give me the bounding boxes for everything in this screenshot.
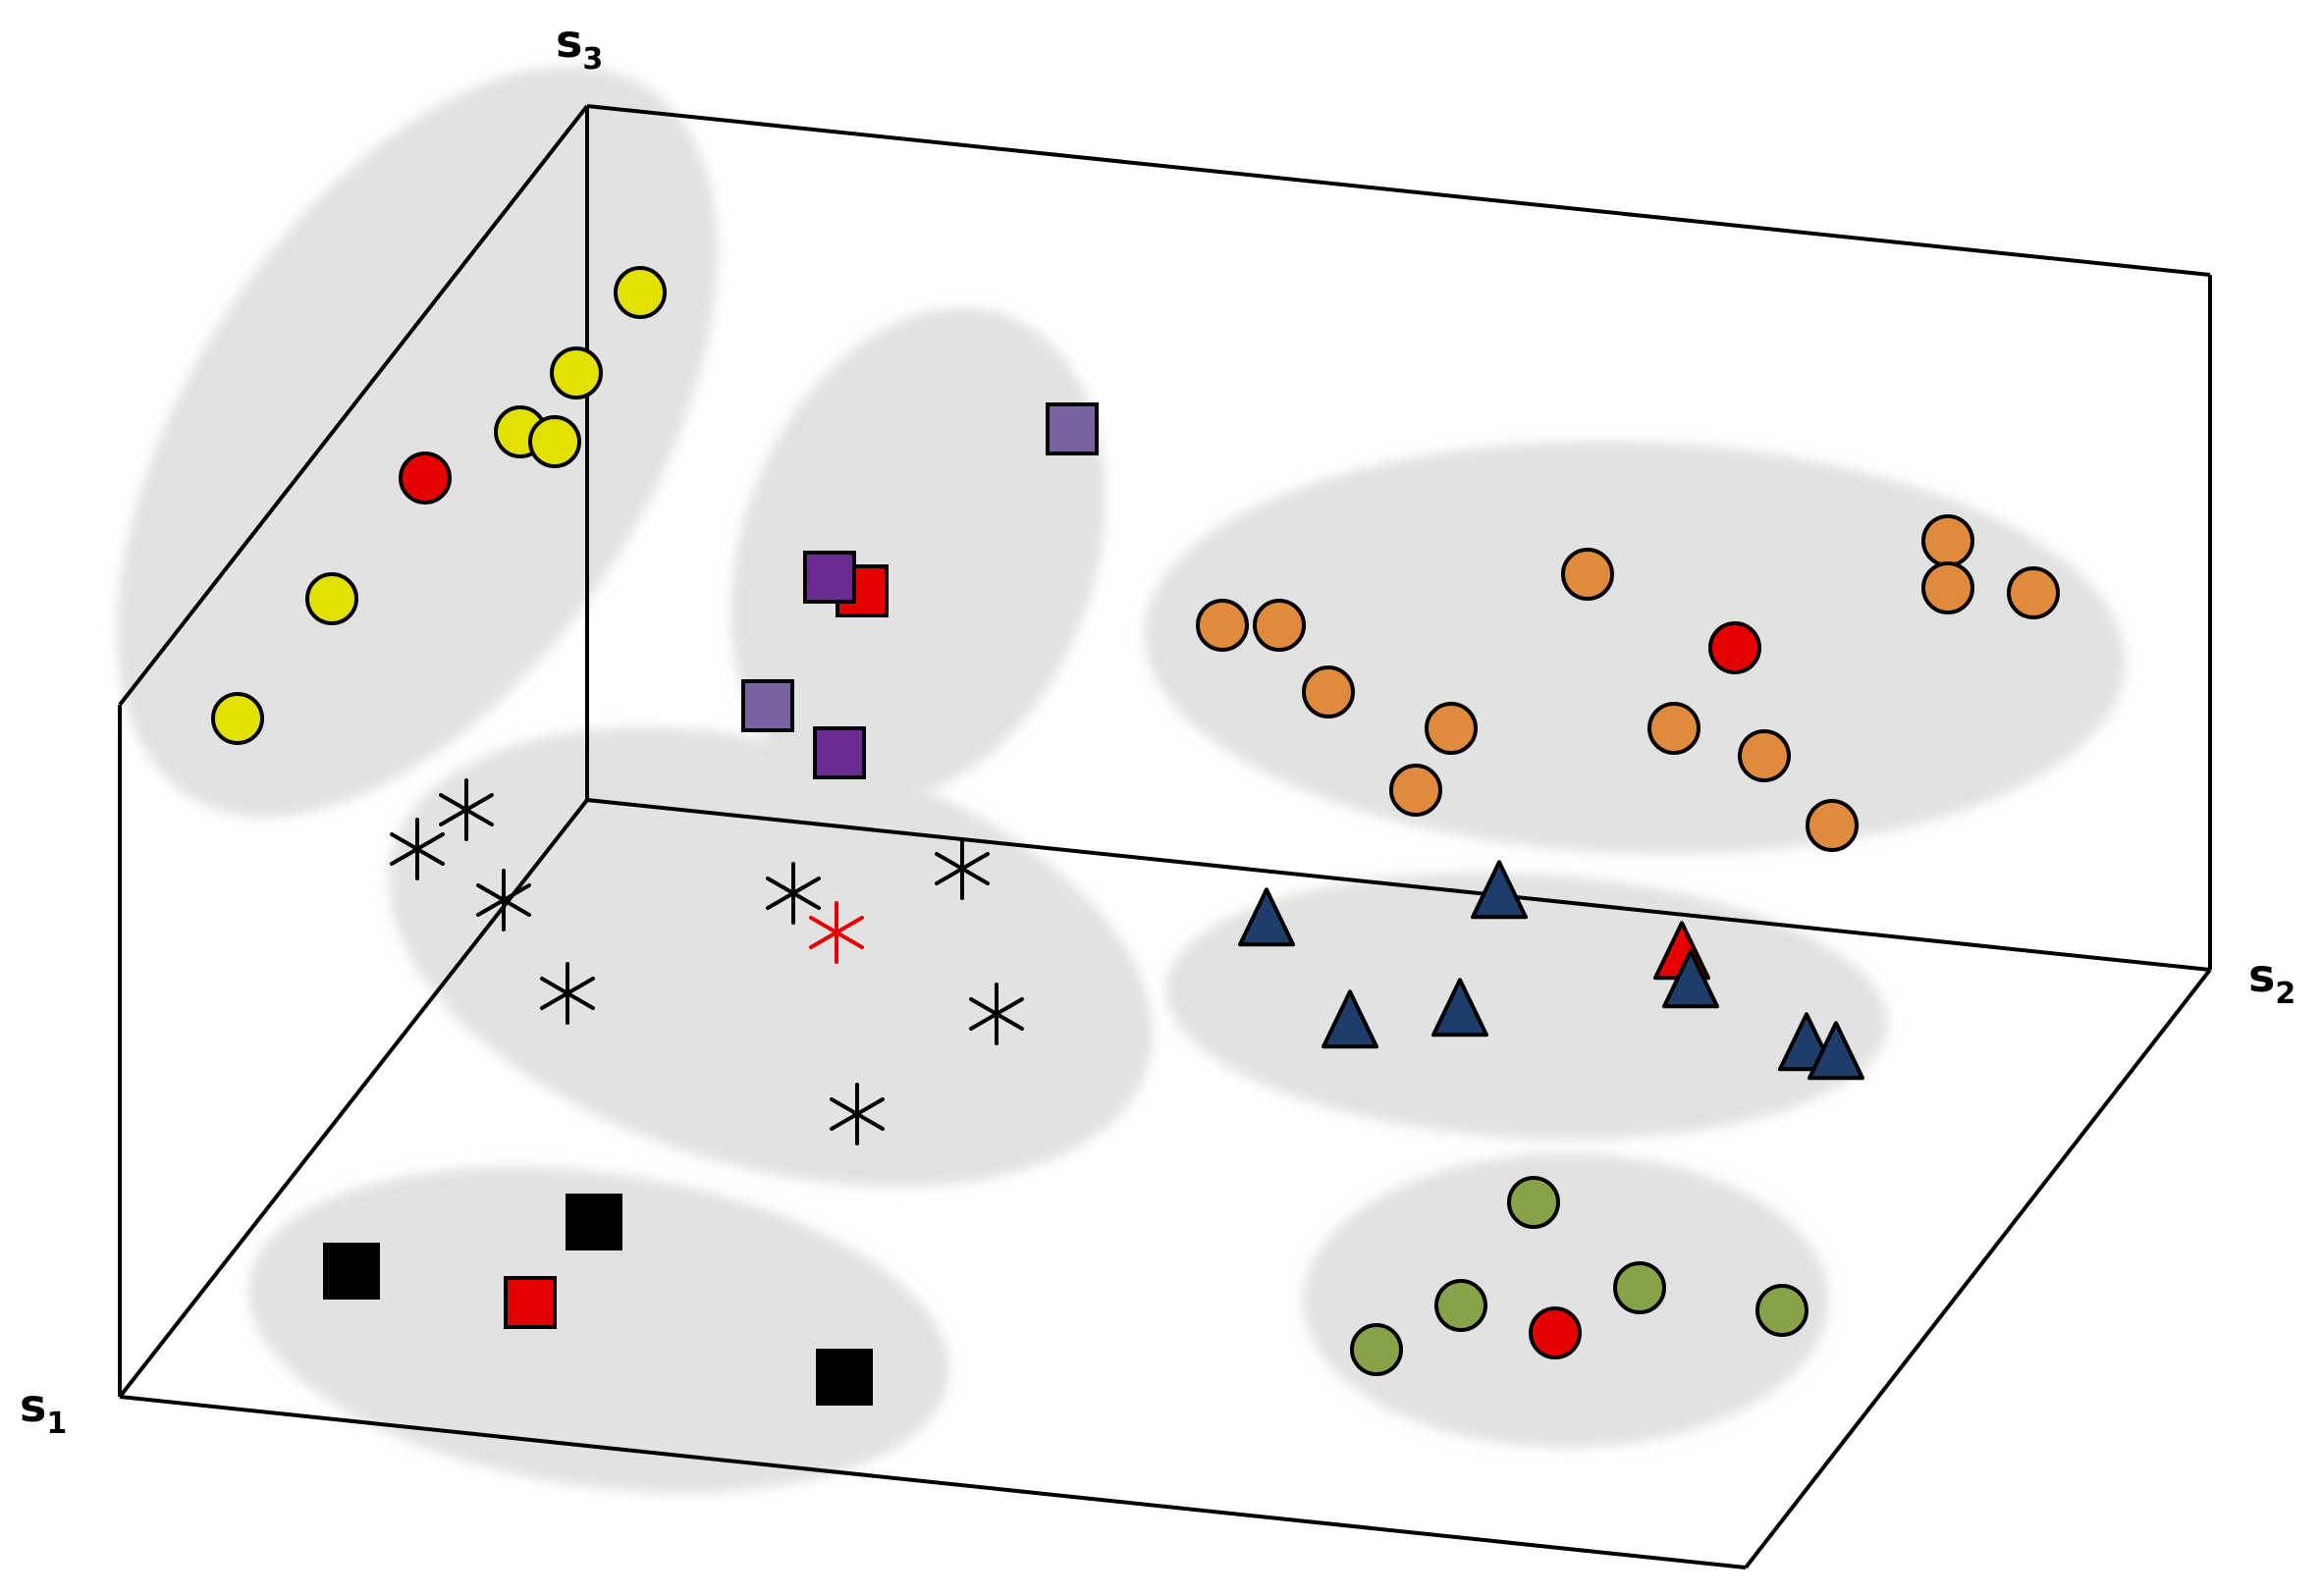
asterisk-marker bbox=[476, 869, 531, 931]
green-circle-marker bbox=[1613, 1261, 1666, 1314]
right-floor-edge bbox=[1744, 968, 2212, 1569]
orange-circle-marker bbox=[2007, 566, 2060, 619]
orange-circle-marker bbox=[1738, 729, 1791, 782]
asterisk-marker bbox=[935, 837, 990, 900]
front-bottom-edge bbox=[119, 1395, 1747, 1569]
green-circle-marker bbox=[1434, 1279, 1487, 1332]
navy-triangle-marker bbox=[1662, 949, 1719, 1009]
asterisk-marker bbox=[969, 983, 1024, 1045]
left-top-edge bbox=[118, 104, 589, 707]
asterisk-marker bbox=[766, 862, 821, 925]
navy-triangle-marker bbox=[1431, 978, 1488, 1037]
purple-square-cluster-ellipse bbox=[729, 307, 1107, 802]
yellow-circle-marker bbox=[528, 415, 581, 468]
green-circle-marker bbox=[1755, 1284, 1808, 1337]
yellow-circle-marker bbox=[305, 572, 358, 625]
orange-circle-marker bbox=[1302, 665, 1355, 718]
navy-triangle-cluster-ellipse bbox=[1165, 872, 1888, 1141]
back-top-edge bbox=[586, 104, 2211, 277]
orange-circle-marker bbox=[1389, 764, 1442, 817]
orange-circle-marker bbox=[1253, 599, 1306, 652]
green-circle-cluster-ellipse bbox=[1303, 1153, 1829, 1448]
orange-circle-marker bbox=[1647, 702, 1700, 755]
navy-triangle-marker bbox=[1322, 989, 1378, 1049]
asterisk-marker bbox=[540, 962, 595, 1025]
asterisk-marker bbox=[439, 778, 494, 841]
purple-square-marker bbox=[803, 551, 856, 604]
cluster-ellipses bbox=[116, 66, 2126, 1494]
axis-label-s3: s3 bbox=[556, 15, 603, 77]
highlighted-circle-marker bbox=[1529, 1306, 1582, 1359]
back-floor-edge bbox=[586, 798, 2211, 972]
orange-circle-cluster-ellipse bbox=[1144, 441, 2126, 855]
navy-triangle-marker bbox=[1808, 1021, 1864, 1081]
axis-label-s2: s2 bbox=[2248, 949, 2295, 1011]
yellow-circle-marker bbox=[550, 346, 603, 399]
highlighted-circle-marker bbox=[399, 452, 452, 505]
asterisk-marker bbox=[830, 1083, 885, 1145]
yellow-circle-marker bbox=[211, 692, 264, 745]
axis-label-s1: s1 bbox=[20, 1379, 67, 1441]
left-floor-edge bbox=[118, 798, 589, 1399]
asterisk-marker bbox=[390, 818, 445, 880]
orange-circle-marker bbox=[1196, 599, 1249, 652]
green-circle-marker bbox=[1350, 1323, 1403, 1376]
data-markers bbox=[211, 266, 2060, 1406]
yellow-circle-marker bbox=[614, 266, 667, 319]
highlighted-circle-marker bbox=[1708, 621, 1761, 674]
black-square-marker bbox=[323, 1243, 380, 1300]
yellow-circle-cluster-ellipse bbox=[116, 66, 719, 818]
black-square-cluster-ellipse bbox=[247, 1166, 950, 1494]
navy-triangle-marker bbox=[1471, 860, 1528, 920]
purple-light-square-marker bbox=[1046, 402, 1099, 455]
highlighted-asterisk-marker bbox=[809, 901, 864, 964]
axis-box-frame bbox=[118, 104, 2212, 1569]
green-circle-marker bbox=[1507, 1176, 1560, 1229]
black-square-marker bbox=[566, 1194, 622, 1250]
orange-circle-marker bbox=[1806, 799, 1859, 852]
purple-light-square-marker bbox=[741, 679, 794, 732]
orange-circle-marker bbox=[1425, 702, 1478, 755]
black-square-marker bbox=[816, 1349, 873, 1406]
highlighted-square-marker bbox=[504, 1276, 557, 1329]
orange-circle-marker bbox=[1561, 548, 1614, 601]
orange-circle-marker bbox=[1921, 514, 1974, 567]
navy-triangle-marker bbox=[1238, 887, 1295, 947]
purple-square-marker bbox=[813, 726, 866, 779]
orange-circle-marker bbox=[1921, 561, 1974, 614]
